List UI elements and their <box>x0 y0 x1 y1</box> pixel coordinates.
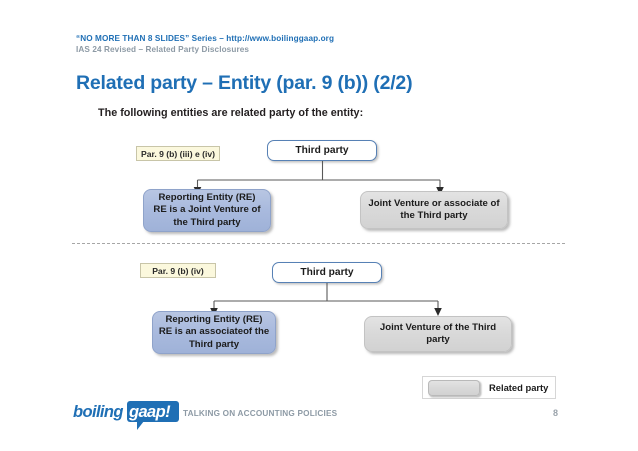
box-line: Reporting Entity (RE) <box>158 191 256 203</box>
box-line: Joint Venture or associate of <box>368 197 500 209</box>
boilinggaap-logo: boiling gaap! <box>73 400 181 434</box>
box-line: Third party <box>188 338 240 350</box>
box-line: RE is an associateof the <box>158 326 270 338</box>
box-line: Reporting Entity (RE) <box>165 313 263 325</box>
logo-speech-bubble-icon <box>127 401 179 422</box>
legend-swatch-related-party <box>428 379 480 396</box>
legend: Related party <box>422 376 556 399</box>
logo-text-gaap: gaap! <box>129 403 171 421</box>
third-party-box-1: Third party <box>267 140 377 161</box>
paragraph-tag-2: Par. 9 (b) (iv) <box>140 263 216 278</box>
page-title: Related party – Entity (par. 9 (b)) (2/2… <box>76 72 413 94</box>
header-subject-line: IAS 24 Revised – Related Party Disclosur… <box>76 45 250 54</box>
box-line: the Third party <box>400 210 468 221</box>
box-line: RE is a Joint Venture of <box>153 204 261 216</box>
footer-tagline: TALKING ON ACCOUNTING POLICIES <box>183 409 338 418</box>
box-line: party <box>426 334 450 345</box>
box-line: the Third party <box>173 216 241 228</box>
header-series-line: “NO MORE THAN 8 SLIDES” Series – http://… <box>76 34 335 43</box>
paragraph-tag-1: Par. 9 (b) (iii) e (iv) <box>136 146 220 161</box>
section-divider <box>72 243 565 244</box>
intro-text: The following entities are related party… <box>98 107 364 119</box>
legend-label: Related party <box>489 382 549 393</box>
box-line: Joint Venture of the Third <box>379 321 497 333</box>
reporting-entity-box-1: Reporting Entity (RE) RE is a Joint Vent… <box>143 189 271 232</box>
joint-venture-box-2: Joint Venture of the Third party <box>364 316 512 352</box>
reporting-entity-box-2: Reporting Entity (RE) RE is an associate… <box>152 311 276 354</box>
page-number: 8 <box>553 408 559 418</box>
third-party-box-2: Third party <box>272 262 382 283</box>
arrowhead-right-2 <box>434 308 442 316</box>
logo-speech-bubble-tail-icon <box>137 421 144 430</box>
logo-text-boiling: boiling <box>73 403 123 421</box>
joint-venture-box-1: Joint Venture or associate of the Third … <box>360 191 508 229</box>
